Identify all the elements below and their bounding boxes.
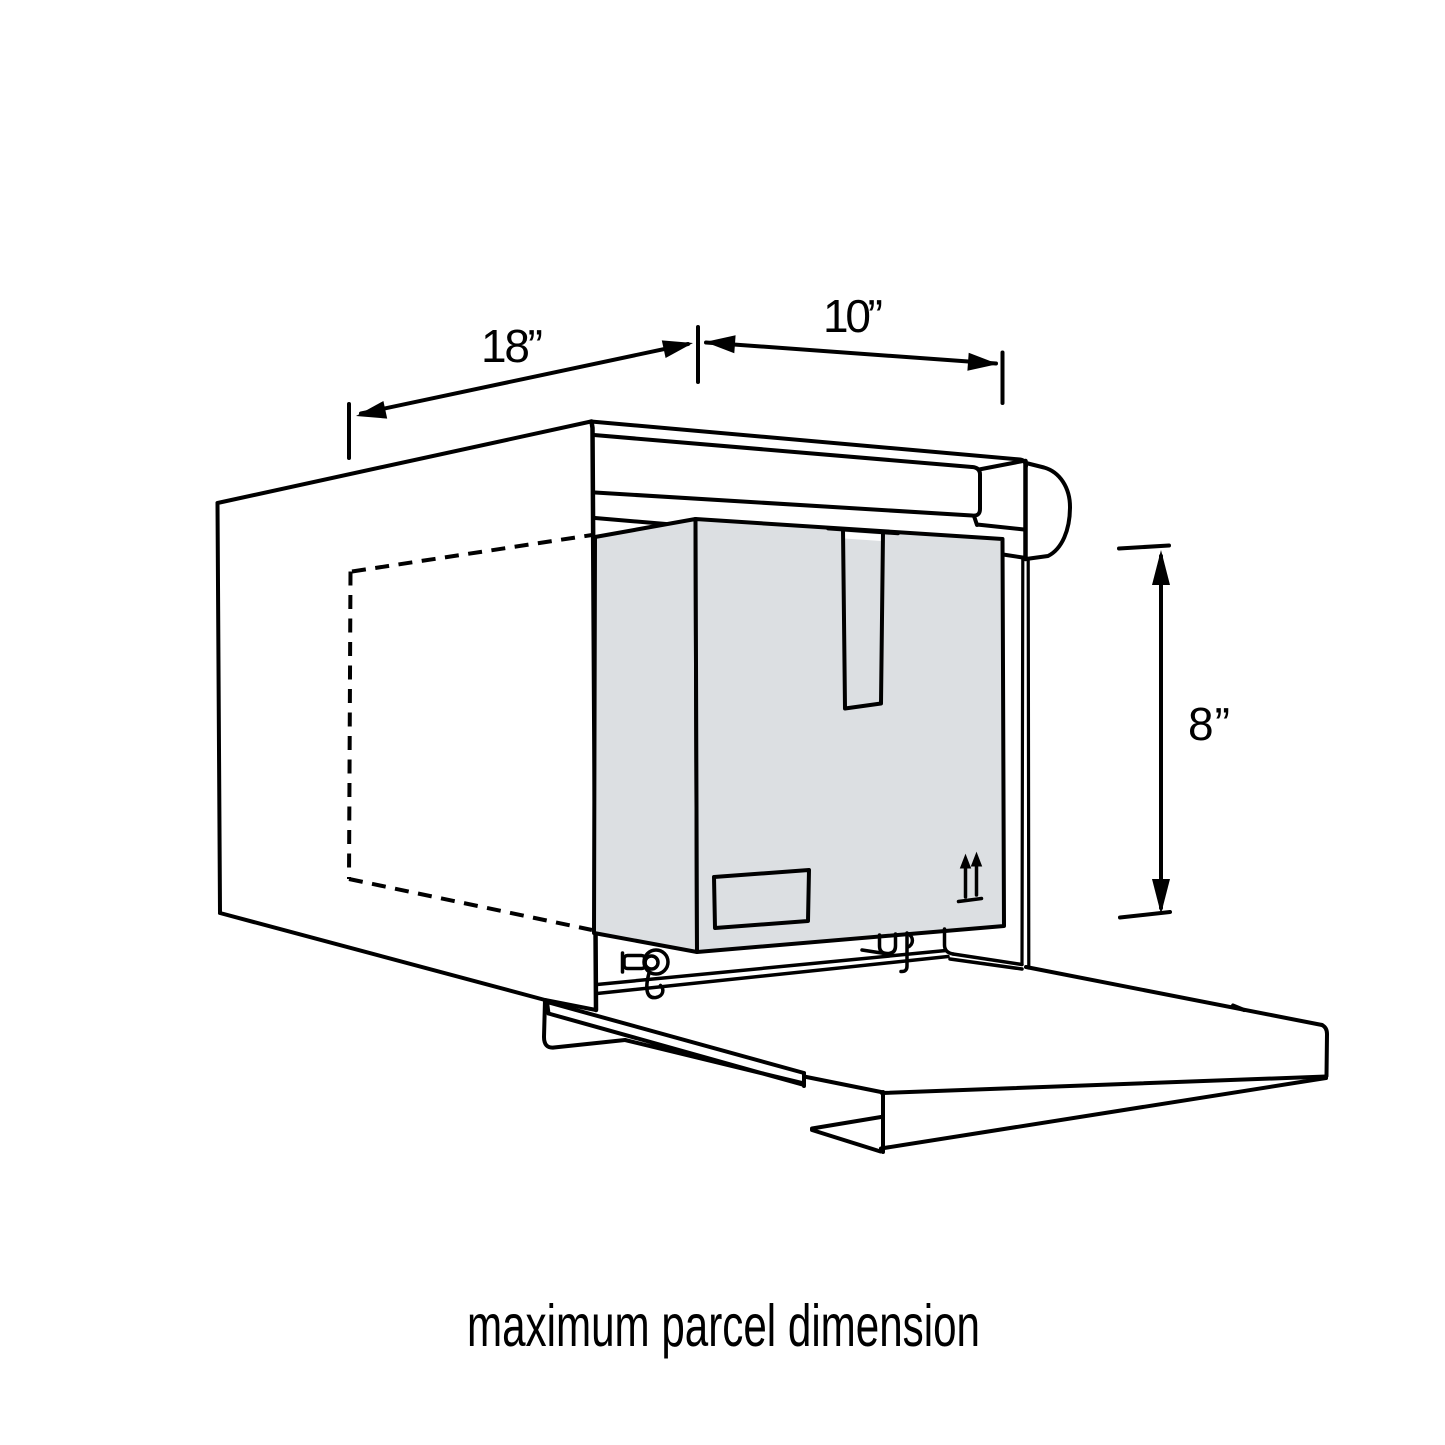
svg-text:18”: 18” bbox=[481, 320, 543, 372]
svg-text:8”: 8” bbox=[1188, 698, 1230, 750]
svg-text:10”: 10” bbox=[823, 290, 883, 342]
svg-text:maximum parcel dimension: maximum parcel dimension bbox=[467, 1293, 980, 1359]
